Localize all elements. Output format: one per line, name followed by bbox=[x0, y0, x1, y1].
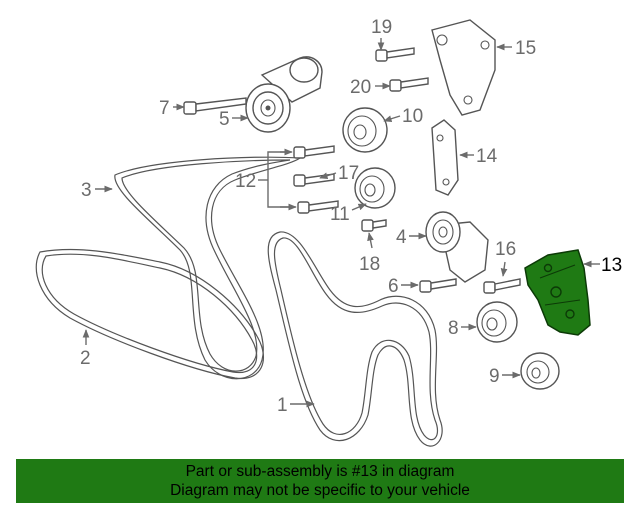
callout-9: 9 bbox=[489, 366, 500, 387]
callout-1: 1 bbox=[277, 395, 288, 416]
callout-13: 13 bbox=[601, 255, 622, 276]
callout-8: 8 bbox=[448, 318, 459, 339]
callout-10: 10 bbox=[402, 106, 423, 127]
callout-5: 5 bbox=[219, 109, 230, 130]
belt-1 bbox=[267, 231, 443, 447]
bracket-15 bbox=[431, 19, 496, 116]
callout-labels: 1 2 3 4 5 6 7 8 9 10 11 12 13 14 15 16 1… bbox=[80, 17, 622, 416]
bolt-6 bbox=[419, 278, 457, 293]
banner-line-part: Part or sub-assembly is #13 in diagram bbox=[185, 463, 455, 480]
tensioner-4 bbox=[425, 211, 489, 283]
leader-lines bbox=[82, 38, 600, 408]
bolts-12 bbox=[293, 145, 339, 214]
callout-12: 12 bbox=[235, 171, 256, 192]
callout-18: 18 bbox=[359, 254, 380, 275]
callout-19: 19 bbox=[371, 17, 392, 38]
pulley-8 bbox=[476, 301, 518, 343]
callout-17: 17 bbox=[338, 163, 359, 184]
pulley-9 bbox=[520, 352, 560, 390]
callout-4: 4 bbox=[396, 227, 407, 248]
info-banner: Part or sub-assembly is #13 in diagram D… bbox=[16, 459, 624, 503]
bolt-16 bbox=[483, 278, 521, 294]
parts-diagram: 1 2 3 4 5 6 7 8 9 10 11 12 13 14 15 16 1… bbox=[35, 17, 622, 447]
bolt-19 bbox=[375, 47, 415, 62]
callout-11: 11 bbox=[330, 204, 350, 225]
callout-20: 20 bbox=[350, 77, 371, 98]
callout-6: 6 bbox=[388, 276, 399, 297]
belt-3 bbox=[114, 156, 302, 380]
banner-line-disclaimer: Diagram may not be specific to your vehi… bbox=[170, 482, 470, 499]
belt-2 bbox=[35, 248, 264, 380]
callout-7: 7 bbox=[159, 98, 170, 119]
bolt-20 bbox=[389, 77, 429, 92]
callout-16: 16 bbox=[495, 239, 516, 260]
bracket-13-highlighted bbox=[524, 249, 591, 336]
callout-14: 14 bbox=[476, 146, 498, 167]
callout-15: 15 bbox=[515, 38, 536, 59]
idler-pulley-11 bbox=[354, 167, 396, 209]
tensioner-assembly-5 bbox=[245, 56, 323, 133]
callout-2: 2 bbox=[80, 348, 91, 369]
bolt-18 bbox=[361, 219, 387, 232]
callout-3: 3 bbox=[81, 180, 92, 201]
bracket-14 bbox=[431, 119, 459, 196]
bolt-7 bbox=[183, 97, 247, 115]
idler-pulley-10 bbox=[342, 107, 388, 153]
